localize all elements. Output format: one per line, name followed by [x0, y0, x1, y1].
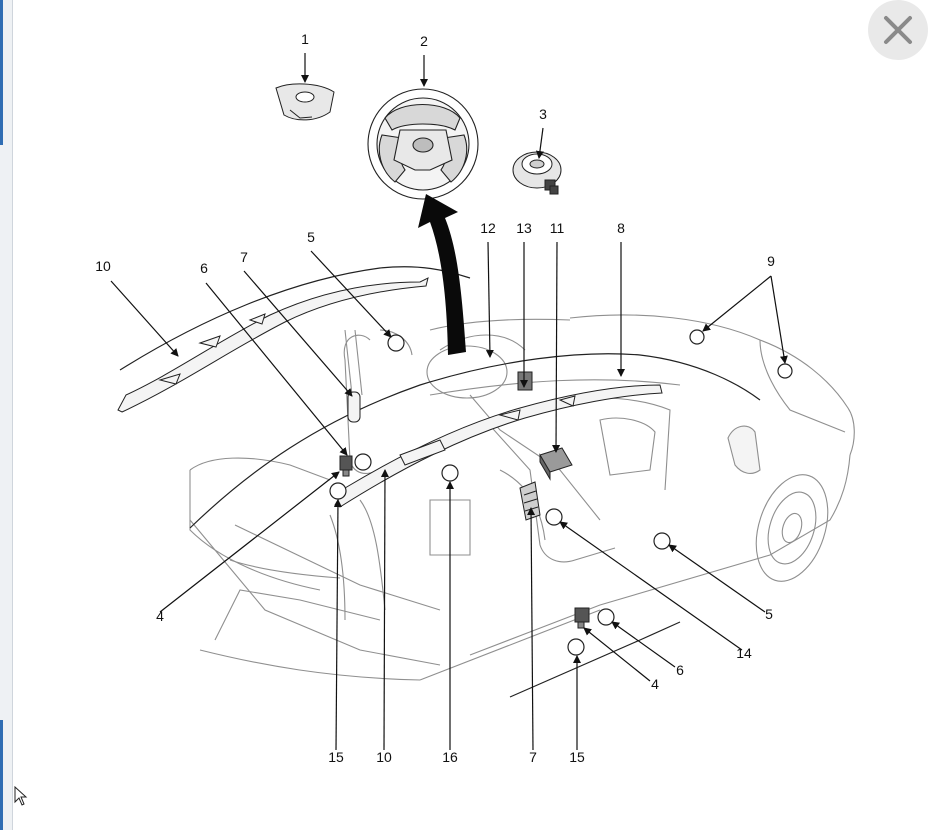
leader-lines — [110, 53, 788, 751]
callout-label: 6 — [200, 260, 208, 276]
callout-label: 7 — [240, 249, 248, 265]
driver-airbag-module — [275, 83, 335, 121]
close-button[interactable] — [868, 0, 928, 60]
assembly-arrow — [418, 194, 466, 355]
callout-label: 8 — [617, 220, 625, 236]
curtain-airbag-right — [334, 384, 663, 508]
curtain-airbag-left — [117, 277, 429, 413]
buckle-pretensioner-right — [574, 607, 590, 629]
callout-label: 2 — [420, 33, 428, 49]
callout-label: 4 — [651, 676, 659, 692]
left-window-edge — [0, 0, 13, 830]
mouse-pointer-icon — [14, 786, 28, 806]
callout-label: 13 — [516, 220, 532, 236]
steering-wheel — [367, 88, 479, 200]
callout-label: 1 — [301, 31, 309, 47]
callout-label: 6 — [676, 662, 684, 678]
callout-label: 12 — [480, 220, 496, 236]
callout-label: 15 — [328, 749, 344, 765]
callout-label: 5 — [765, 606, 773, 622]
window-edge-accent — [0, 0, 3, 145]
buckle-pretensioner-left — [339, 455, 353, 477]
callout-label: 3 — [539, 106, 547, 122]
callout-label: 11 — [550, 220, 565, 236]
callout-label: 4 — [156, 608, 164, 624]
callout-label: 10 — [376, 749, 392, 765]
callout-label: 14 — [736, 645, 752, 661]
clock-spring — [512, 151, 562, 195]
callout-label: 9 — [767, 253, 775, 269]
seat-belt-pretensioner — [519, 481, 541, 521]
callout-label: 15 — [569, 749, 585, 765]
callout-label: 10 — [95, 258, 111, 274]
window-edge-accent — [0, 720, 3, 830]
callout-label: 16 — [442, 749, 458, 765]
side-airbag — [347, 391, 361, 423]
sensor-markers — [329, 329, 793, 656]
close-icon — [884, 16, 912, 44]
passenger-airbag — [517, 371, 533, 391]
callout-label: 7 — [529, 749, 537, 765]
callout-label: 5 — [307, 229, 315, 245]
roof-edge-lines — [119, 266, 761, 698]
airbag-control-unit — [539, 447, 573, 481]
